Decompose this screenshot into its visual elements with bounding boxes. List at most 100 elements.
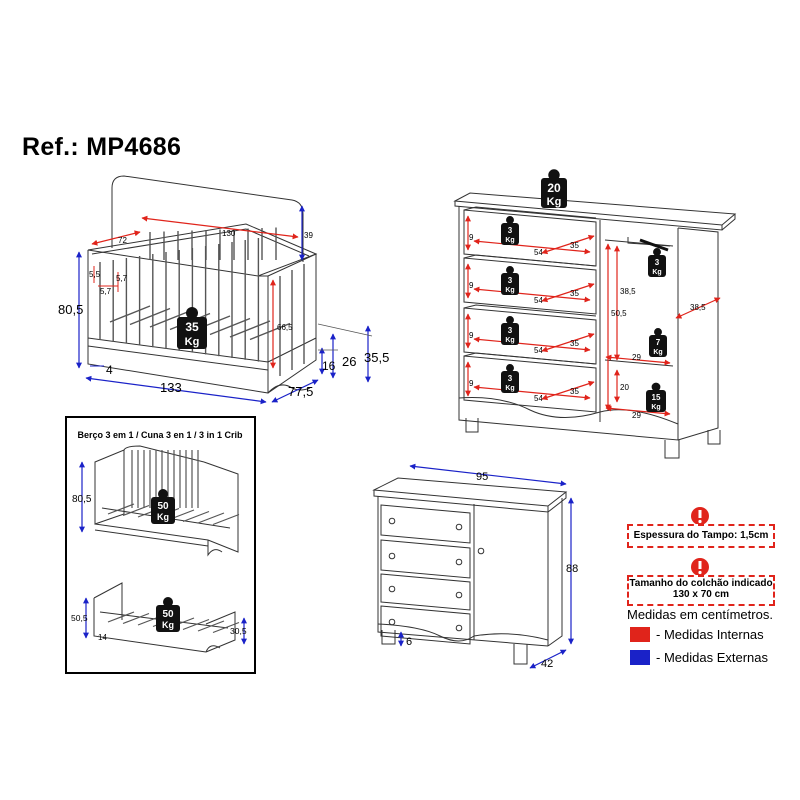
drawer-depth-line [541,282,595,303]
drawer-depth: 35 [570,387,579,396]
ext-drawer-front [380,573,471,611]
external-label: - Medidas Externas [656,650,768,665]
weight-tag-value: 3 [508,374,513,383]
crib-depth: 77,5 [288,384,313,399]
weight-tag-unit: Kg [653,349,662,356]
dresser-ext-drawers [380,504,471,645]
drawer-width: 54 [534,296,543,305]
crib-weight-unit: Kg [185,336,200,348]
shelf-width-a: 29 [632,353,641,362]
door-height-385: 38,5 [620,287,636,296]
crib-dimensions [76,205,373,405]
crib-total-height: 80,5 [58,302,83,317]
weight-tag-unit: Kg [505,337,514,344]
drawer-top-edge [463,254,597,267]
ext-drawer-front [380,504,471,544]
shelf-width-b: 29 [632,411,641,420]
weight-tag-body [501,371,519,393]
dresser-ext-dimensions [398,463,574,669]
crib-slats [99,227,305,376]
bed2-base: 14 [98,633,107,642]
dresser-height: 88 [566,563,578,575]
crib-rail-b: 5,7 [116,274,128,283]
weight-tag-value: 15 [652,393,661,402]
shelf-height-20: 20 [620,383,629,392]
weight-tag-value: 3 [508,326,513,335]
crib-total-width: 133 [160,380,182,395]
drawer-height: 9 [469,281,474,290]
weight-tag: 3Kg [501,216,519,245]
crib-base-slat [129,307,171,326]
weight-tag-ring [651,382,661,392]
bed2-base-slat [182,618,210,631]
crib-top-width: 130 [222,229,236,238]
bed2-base-slat [212,621,240,634]
bed2-weight-value: 50 [162,609,174,620]
weight-tag: 3Kg [501,316,519,345]
weight-tag-value: 20 [547,181,561,195]
bed1-base-slat [182,510,210,523]
crib-height-16: 16 [322,359,336,373]
crib-base-slat [109,305,151,323]
ext-drawer-knob [455,624,463,632]
dresser-width: 95 [476,471,488,483]
ext-drawer-front [380,539,471,579]
weight-tag-ring [548,169,560,181]
weight-tag-unit: Kg [547,196,562,208]
weight-tag-body [501,273,519,295]
crib-rail-a: 5,5 [89,270,101,279]
drawer-depth: 35 [570,241,579,250]
bed1-base-slat [212,513,240,526]
mattress-note: Tamanho do colchão indicado 130 x 70 cm [627,575,775,606]
reference-code: Ref.: MP4686 [22,133,182,161]
ext-drawer-knob [388,618,396,626]
weight-tag-value: 3 [508,276,513,285]
drawer-depth-line [541,380,595,401]
bed1-base-slat [122,504,150,517]
drawer-depth: 35 [570,289,579,298]
weight-tag-ring [506,316,514,324]
internal-label: - Medidas Internas [656,627,764,642]
weight-tag-ring [506,216,514,224]
crib-weight-tag: 35 Kg [177,307,207,349]
weight-tag-unit: Kg [505,237,514,244]
weight-tag-value: 3 [508,226,513,235]
weight-tag-value: 7 [656,338,661,347]
crib-height-355: 35,5 [364,350,389,365]
dresser-depth: 42 [541,658,553,670]
mode-bed2-drawing [93,582,236,653]
drawer-width: 54 [534,248,543,257]
drawer-height: 9 [469,233,474,242]
bed2-base-slat [107,611,135,623]
mattress-size: 130 x 70 cm [672,589,730,600]
ext-drawer-knob [388,552,396,560]
bed2-weight-tag: 50 Kg [156,597,180,632]
weight-tag-ring [506,364,514,372]
crib-base-height: 4 [106,363,113,377]
weight-tag-body [648,255,666,277]
bed2-base-slat [197,620,225,632]
dresser-feet-height: 6 [406,636,412,648]
dresser-ext-drawing [372,477,568,665]
drawer-width: 54 [534,394,543,403]
weight-tag-body [501,223,519,245]
bed1-height: 80,5 [72,494,92,505]
crib-drawing [87,175,318,394]
crib-modes-panel [65,416,256,674]
crib-head-height: 39 [304,231,313,240]
warning-icon [691,558,709,576]
ext-drawer-knob [455,523,463,531]
weight-tag-ring [506,266,514,274]
units-note: Medidas em centímetros. [627,607,773,622]
drawer-box [463,307,597,365]
crib-side-depth: 72 [118,236,127,245]
weight-tag-body [501,323,519,345]
dresser-tech-dimensions [605,243,721,417]
bed2-height: 50,5 [71,613,88,623]
weight-tag-unit: Kg [652,269,661,276]
drawer-box [463,355,597,413]
door-depth-385: 38,5 [690,303,706,312]
